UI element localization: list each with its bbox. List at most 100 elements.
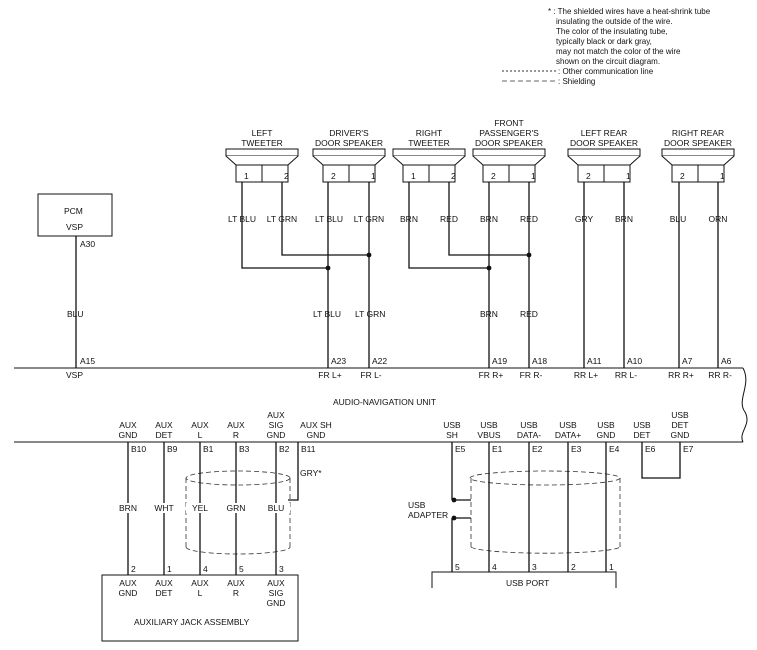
usb-term-label: USB — [443, 420, 461, 430]
aux-shield-bottom — [185, 546, 291, 555]
unit-pin-number: A10 — [627, 356, 642, 366]
aux-pin: B3 — [239, 444, 250, 454]
usb-shield-sides — [470, 478, 621, 547]
splice-dot — [526, 252, 532, 258]
aux-pin: B2 — [279, 444, 290, 454]
splice-dot — [325, 265, 331, 271]
usb-pin: E3 — [571, 444, 582, 454]
usb-term-label: SH — [446, 430, 458, 440]
aux-shield-term-label: AUX SH — [300, 420, 332, 430]
aux-shield-drain-wire — [288, 442, 299, 501]
speaker-pin: 2 — [284, 171, 289, 181]
aux-pin: B10 — [131, 444, 146, 454]
speaker-pin: 1 — [244, 171, 249, 181]
speaker-cone — [567, 155, 641, 166]
aux-jack-assembly-name: AUXILIARY JACK ASSEMBLY — [134, 617, 250, 627]
legend-comm-label: : Other communication line — [558, 67, 654, 76]
pcm-pin-name: VSP — [66, 222, 83, 232]
speaker-rim — [392, 148, 466, 157]
usb-det-pin: E7 — [683, 444, 694, 454]
aux-wire-color: BRN — [119, 503, 137, 513]
unit-pin-label: FR L+ — [318, 370, 341, 380]
aux-jack-label: R — [233, 588, 239, 598]
aux-jack-label: SIG — [269, 588, 284, 598]
aux-jack-label: GND — [267, 598, 286, 608]
usb-shield-top — [469, 470, 621, 486]
usb-jack-pin: 4 — [492, 562, 497, 572]
pcm-block: PCM VSP A30 BLU A15 VSP — [37, 193, 113, 380]
aux-pin: B9 — [167, 444, 178, 454]
speaker-rim — [661, 148, 735, 157]
aux-term-label: AUX — [191, 420, 209, 430]
usb-term-label: USB — [597, 420, 615, 430]
speaker-rim — [472, 148, 546, 157]
usb-pin: E5 — [455, 444, 466, 454]
note-line: shown on the circuit diagram. — [556, 57, 660, 66]
wire-color-bg — [114, 503, 142, 513]
aux-wire-color: BLU — [268, 503, 285, 513]
usb-shield-bottom — [470, 546, 621, 554]
usb-det-label: USB — [671, 410, 689, 420]
usb-jack-pin: 2 — [571, 562, 576, 572]
aux-jack-label: L — [198, 588, 203, 598]
unit-pin-number: A19 — [492, 356, 507, 366]
usb-jack-pin: 3 — [532, 562, 537, 572]
speaker-pin: 2 — [331, 171, 336, 181]
speaker-name: TWEETER — [241, 138, 283, 148]
speaker-cone — [392, 155, 466, 166]
aux-jack-label: DET — [156, 588, 173, 598]
speaker-rim — [567, 148, 641, 157]
speaker-pin: 1 — [626, 171, 631, 181]
speaker-pin: 2 — [451, 171, 456, 181]
unit-pin-number: A23 — [331, 356, 346, 366]
aux-shield-term-label: GND — [307, 430, 326, 440]
speaker-pin: 1 — [720, 171, 725, 181]
speaker-cone — [225, 155, 299, 166]
unit-pin-label: RR L+ — [574, 370, 598, 380]
speaker-name: LEFT — [252, 128, 273, 138]
splice-dot — [486, 265, 492, 271]
speaker-name: PASSENGER'S — [479, 128, 539, 138]
usb-det-label: GND — [671, 430, 690, 440]
usb-adapter-label: USB — [408, 500, 426, 510]
speaker-pin: 2 — [680, 171, 685, 181]
unit-pin-label: FR L- — [360, 370, 381, 380]
speaker-pin: 1 — [371, 171, 376, 181]
usb-pin: E2 — [532, 444, 543, 454]
aux-wire-color: GRN — [227, 503, 246, 513]
speaker-name: RIGHT REAR — [672, 128, 724, 138]
unit-pin-number: A6 — [721, 356, 732, 366]
aux-term-label: AUX — [227, 420, 245, 430]
speaker-cone — [661, 155, 735, 166]
usb-det-label: DET — [634, 430, 651, 440]
splice-dot — [451, 515, 457, 521]
speaker-name: DOOR SPEAKER — [664, 138, 732, 148]
pcm-name: PCM — [64, 206, 83, 216]
aux-jack-pin: 4 — [203, 564, 208, 574]
usb-term-label: DATA- — [517, 430, 541, 440]
aux-term-label: GND — [119, 430, 138, 440]
speaker-pin: 2 — [586, 171, 591, 181]
speaker-name: DOOR SPEAKER — [475, 138, 543, 148]
legend-shield-label: : Shielding — [558, 77, 595, 86]
aux-section: GRY* AUXILIARY JACK ASSEMBLY AUXGNDB10BR… — [101, 410, 332, 642]
unit-pin-number: A11 — [587, 356, 602, 366]
aux-jack-pin: 1 — [167, 564, 172, 574]
aux-shield-wire-color: GRY* — [300, 468, 322, 478]
usb-pin: E1 — [492, 444, 503, 454]
legend: : Other communication line : Shielding — [502, 67, 654, 86]
usb-det-pin: E6 — [645, 444, 656, 454]
wire-color-bg — [186, 503, 214, 513]
aux-term-label: SIG — [269, 420, 284, 430]
aux-jack-label: AUX — [155, 578, 173, 588]
pcm-unit-pin: A15 — [80, 356, 95, 366]
aux-term-label: AUX — [119, 420, 137, 430]
wire-color-bg — [150, 503, 178, 513]
front-speaker-wiring: LT BLU LT GRN BRN RED — [241, 182, 719, 368]
audio-navigation-unit: AUDIO-NAVIGATION UNIT — [14, 367, 748, 443]
usb-det-loop — [641, 442, 681, 479]
